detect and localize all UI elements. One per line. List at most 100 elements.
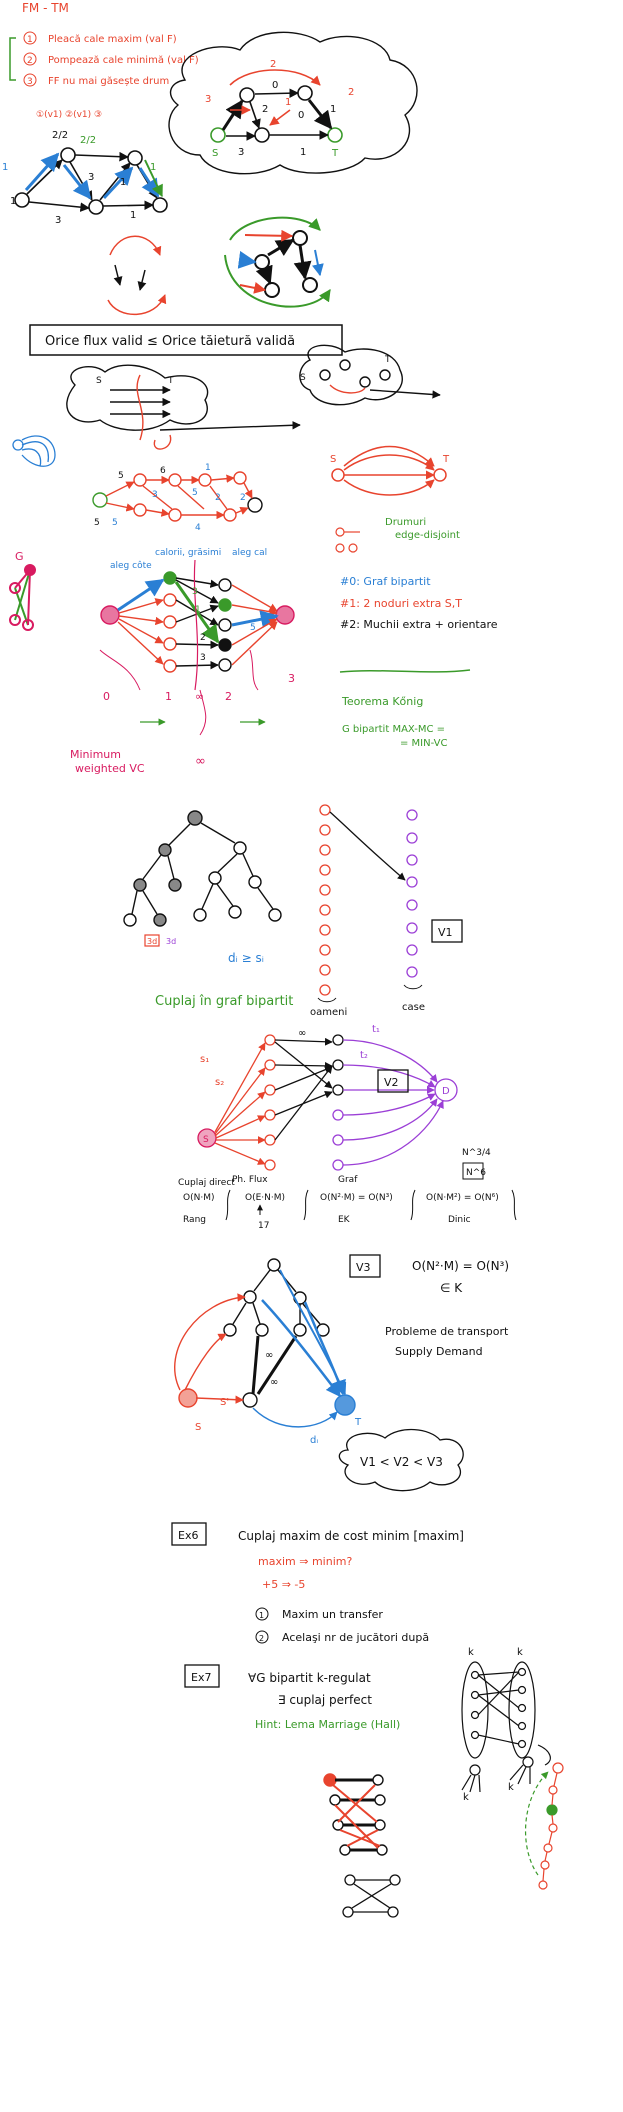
svg-text:t₁: t₁ xyxy=(372,1024,380,1035)
svg-text:2: 2 xyxy=(225,690,232,703)
step-2: Pompează cale minimă (val F) xyxy=(48,55,199,66)
svg-text:0: 0 xyxy=(298,110,304,121)
svg-text:0: 0 xyxy=(272,80,278,91)
page-title: FM - TM xyxy=(22,1,69,15)
step-1: Pleacă cale maxim (val F) xyxy=(48,34,177,45)
svg-text:aleg cal: aleg cal xyxy=(232,548,267,558)
svg-text:t₂: t₂ xyxy=(360,1050,368,1061)
ex7-label: Ex7 xyxy=(191,1671,211,1684)
min-vc-label-2: weighted VC xyxy=(75,762,145,775)
svg-text:T: T xyxy=(167,376,174,386)
svg-text:4: 4 xyxy=(195,523,201,533)
flow-network xyxy=(92,471,263,522)
svg-text:S: S xyxy=(203,1135,209,1145)
pink-g-label: G xyxy=(15,550,24,563)
blue-doodle xyxy=(12,435,56,467)
svg-text:3: 3 xyxy=(238,147,244,158)
svg-text:EK: EK xyxy=(338,1215,351,1225)
svg-text:T: T xyxy=(331,148,339,159)
zigzag-sketch xyxy=(323,1773,388,1856)
svg-text:2: 2 xyxy=(259,1634,264,1643)
small-flow-graph xyxy=(14,147,168,215)
svg-text:1: 1 xyxy=(27,35,33,45)
v3-formula: O(N²·M) = O(N³) xyxy=(412,1259,509,1273)
svg-text:1: 1 xyxy=(2,162,8,173)
svg-text:O(N²·M) = O(N³): O(N²·M) = O(N³) xyxy=(320,1193,393,1203)
augment-illustration-right xyxy=(224,216,331,308)
tree-tag-1: 3d xyxy=(147,937,157,946)
svg-text:2: 2 xyxy=(270,59,276,70)
svg-text:#0: Graf bipartit: #0: Graf bipartit xyxy=(340,575,431,588)
flow-network-labels: 5 6 1 3 5 2 2 5 4 5 xyxy=(94,463,246,533)
cloud-outline xyxy=(168,31,418,175)
svg-text:T: T xyxy=(354,1417,362,1428)
edge-disjoint-s: S xyxy=(330,454,336,465)
column-link xyxy=(329,811,406,881)
cloud-labels: 2 0 3 2 1 0 2 1 3 1 S T xyxy=(205,59,354,159)
svg-text:s₁: s₁ xyxy=(200,1054,209,1065)
svg-text:2/2: 2/2 xyxy=(52,130,68,141)
svg-text:5: 5 xyxy=(192,488,198,498)
min-vc-inf: ∞ xyxy=(195,754,206,769)
ex6-label: Ex6 xyxy=(178,1529,198,1542)
ex7-box xyxy=(184,1664,220,1688)
cloud-graph xyxy=(210,69,343,143)
svg-text:∞: ∞ xyxy=(195,690,204,703)
transport-line-1: Probleme de transport xyxy=(385,1325,509,1338)
v2-box xyxy=(377,1069,409,1093)
v3-network xyxy=(174,1258,356,1428)
tag-box xyxy=(144,934,160,947)
svg-text:Maxim un transfer: Maxim un transfer xyxy=(282,1608,383,1621)
brace-right xyxy=(403,984,423,990)
svg-text:1: 1 xyxy=(300,147,306,158)
konig-formula-2: = MIN-VC xyxy=(400,738,447,749)
svg-text:1: 1 xyxy=(150,162,156,173)
svg-text:Ph. Flux: Ph. Flux xyxy=(232,1175,268,1185)
svg-text:1: 1 xyxy=(120,177,126,188)
svg-text:2: 2 xyxy=(240,493,246,503)
svg-text:k: k xyxy=(468,1647,474,1658)
column-right xyxy=(406,809,418,978)
svg-text:2: 2 xyxy=(215,493,221,503)
svg-text:2: 2 xyxy=(262,104,268,115)
ex7-line-1: ∀G bipartit k-regulat xyxy=(248,1671,371,1685)
complexity-table: Cuplaj direct O(N·M) Rang Ph. Flux O(E·N… xyxy=(178,1148,517,1231)
column-right-label: case xyxy=(402,1002,425,1013)
edge-disjoint-title-2: edge-disjoint xyxy=(395,530,460,541)
svg-text:1: 1 xyxy=(285,97,291,108)
svg-text:O(E·N·M): O(E·N·M) xyxy=(245,1193,285,1203)
v2-network xyxy=(197,1034,458,1171)
v2-label: V2 xyxy=(384,1076,399,1089)
svg-text:O(N·M²) = O(N⁶): O(N·M²) = O(N⁶) xyxy=(426,1193,499,1203)
svg-text:3: 3 xyxy=(27,77,33,87)
svg-text:Dinic: Dinic xyxy=(448,1215,471,1225)
svg-text:k: k xyxy=(517,1647,523,1658)
bipartite-network xyxy=(99,559,295,736)
svg-text:2: 2 xyxy=(27,56,33,66)
bipartite-notes: #0: Graf bipartit #1: 2 noduri extra S,T… xyxy=(340,575,498,631)
svg-text:1: 1 xyxy=(165,690,172,703)
step-refs: ①(v1) ②(v1) ③ xyxy=(36,110,102,120)
svg-text:3: 3 xyxy=(288,672,295,685)
order-cloud-shape xyxy=(338,1428,464,1492)
svg-text:3: 3 xyxy=(55,215,61,226)
svg-text:5: 5 xyxy=(118,471,124,481)
v3-box xyxy=(349,1254,381,1278)
svg-text:S: S xyxy=(195,1422,201,1433)
svg-text:Graf: Graf xyxy=(338,1175,358,1185)
cut-illustration: S T S T xyxy=(66,344,441,450)
small-flow-labels: 1 2/2 2/2 1 1 3 3 1 1 xyxy=(2,130,156,226)
svg-text:1: 1 xyxy=(195,605,201,615)
svg-text:3: 3 xyxy=(205,94,211,105)
svg-text:17: 17 xyxy=(258,1221,269,1231)
k-regular-sketch xyxy=(461,1661,551,1793)
svg-text:3: 3 xyxy=(192,587,198,597)
svg-text:3: 3 xyxy=(152,490,158,500)
edge-disjoint-graph xyxy=(331,445,447,496)
svg-text:2: 2 xyxy=(348,87,354,98)
min-vc-label-1: Minimum xyxy=(70,748,121,761)
svg-text:2/2: 2/2 xyxy=(80,135,96,146)
tree-graph xyxy=(123,810,282,927)
svg-text:3: 3 xyxy=(88,172,94,183)
tree-tag-2: 3d xyxy=(166,937,176,946)
